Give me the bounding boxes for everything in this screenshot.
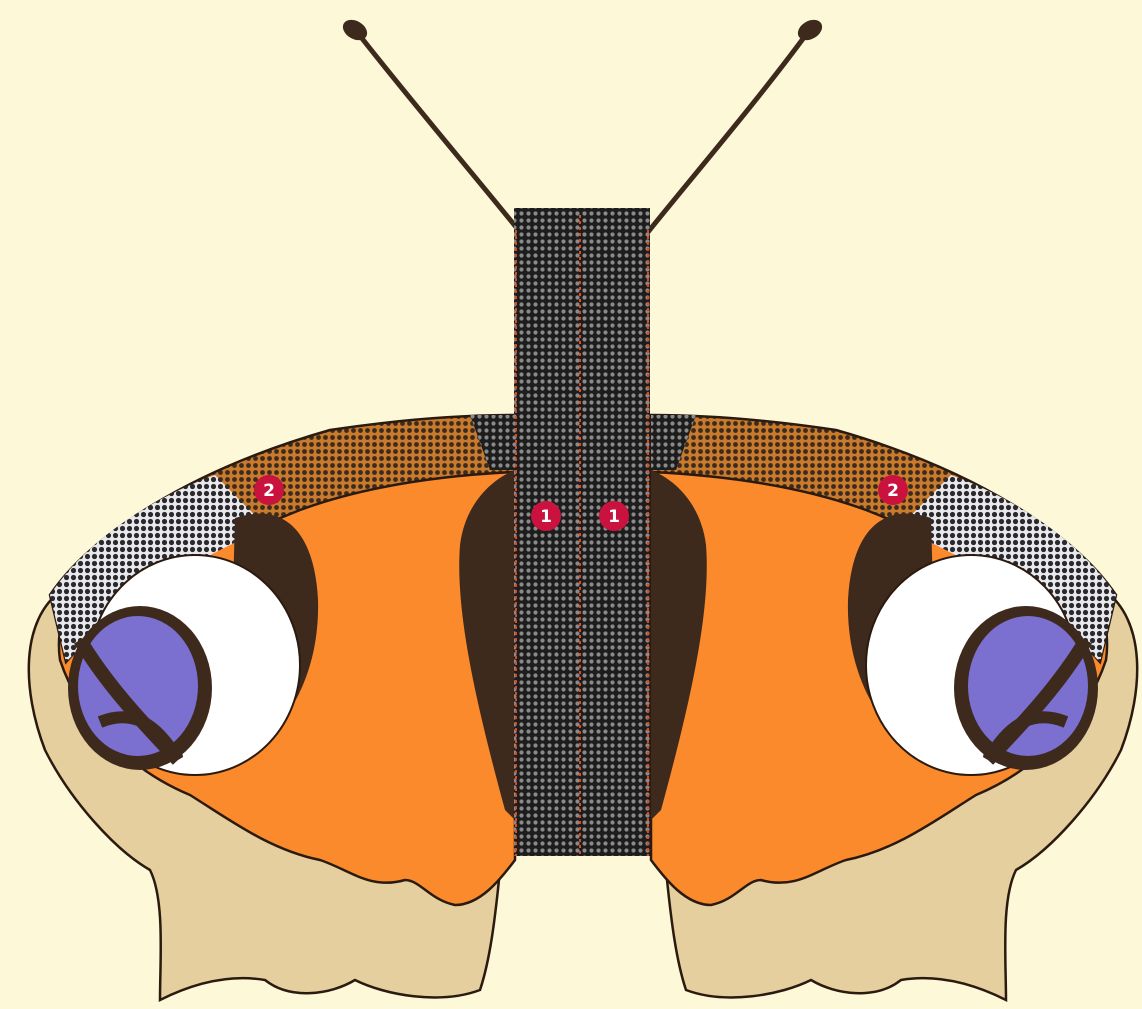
marker-2-right: 2: [878, 475, 908, 505]
marker-label: 1: [608, 507, 620, 527]
marker-label: 2: [263, 481, 275, 501]
marker-label: 1: [540, 507, 552, 527]
marker-label: 2: [887, 481, 899, 501]
body-rect: [514, 208, 650, 856]
marker-2-left: 2: [254, 475, 284, 505]
marker-1-right: 1: [599, 501, 629, 531]
marker-1-left: 1: [531, 501, 561, 531]
body: [514, 208, 650, 856]
